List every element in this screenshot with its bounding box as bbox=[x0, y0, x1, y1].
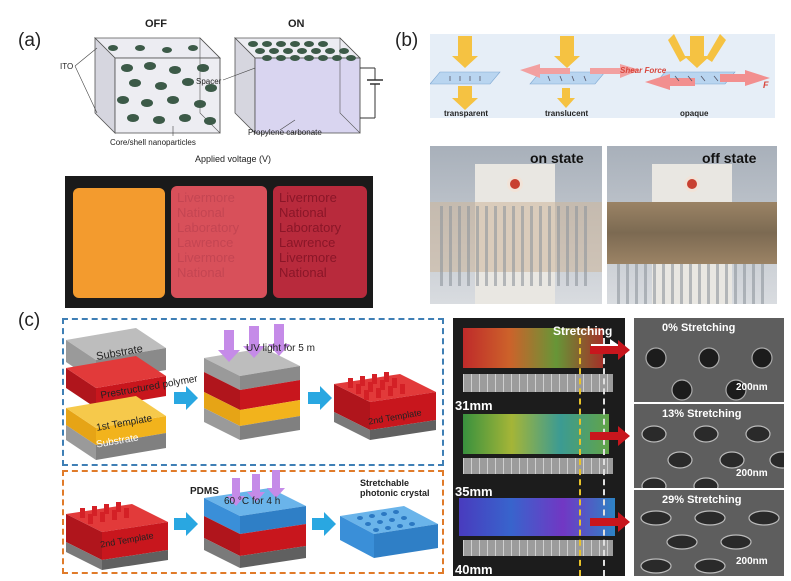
panel-a-label: (a) bbox=[18, 30, 42, 51]
uv-label: UV light for 5 m bbox=[246, 343, 315, 354]
photo-line: National bbox=[279, 265, 327, 280]
off-state-photo: off state bbox=[607, 146, 777, 304]
mm-31-label: 31mm bbox=[455, 398, 493, 413]
red-sample bbox=[273, 186, 367, 298]
off-label: OFF bbox=[145, 18, 167, 30]
on-cell bbox=[234, 37, 383, 134]
ruler-1 bbox=[463, 374, 613, 392]
pdms-stack bbox=[204, 470, 306, 568]
ruler-2 bbox=[463, 458, 613, 474]
applied-voltage-label: Applied voltage (V) bbox=[195, 154, 272, 164]
pores-elliptical bbox=[641, 425, 784, 488]
photo-text-faint: Livermore National Laboratory Lawrence L… bbox=[177, 190, 239, 280]
pores-flattened bbox=[640, 510, 780, 574]
force-label: F bbox=[763, 80, 769, 90]
sem-scale-1: 200nm bbox=[736, 468, 768, 479]
panel-a-photo: Livermore National Laboratory Lawrence L… bbox=[65, 176, 373, 308]
photo-line: Livermore bbox=[177, 250, 235, 265]
translucent-label: translucent bbox=[545, 109, 589, 118]
red-arrows bbox=[590, 340, 630, 532]
stretching-photo: Stretching 31mm 35mm 40mm bbox=[453, 318, 625, 576]
spacer-label: Spacer bbox=[196, 77, 222, 86]
windows-on bbox=[440, 206, 590, 286]
guide-line-white bbox=[603, 338, 605, 576]
propylene-label: Propylene carbonate bbox=[248, 128, 322, 137]
on-state-label: on state bbox=[530, 150, 584, 166]
photo-line: Livermore bbox=[177, 190, 235, 205]
photo-line: Livermore bbox=[279, 250, 337, 265]
photo-line: Laboratory bbox=[279, 220, 342, 235]
pores-circular bbox=[645, 347, 773, 401]
logo-target bbox=[684, 176, 700, 192]
panel-c-label: (c) bbox=[18, 310, 41, 331]
photo-line: Lawrence bbox=[279, 235, 336, 250]
photo-line: Laboratory bbox=[177, 220, 240, 235]
panel-a-schematic bbox=[74, 37, 383, 136]
template-block-1 bbox=[334, 372, 436, 440]
blue-dashed-box bbox=[62, 318, 444, 466]
windows-off bbox=[617, 264, 767, 304]
stretchable-label: Stretchable photonic crystal bbox=[360, 478, 430, 498]
transparent-label: transparent bbox=[444, 109, 489, 118]
photo-line: Livermore bbox=[279, 190, 337, 205]
orange-sample bbox=[73, 188, 165, 298]
orange-dashed-box bbox=[62, 470, 444, 574]
film-green bbox=[463, 414, 609, 454]
core-shell-label: Core/shell nanoparticles bbox=[110, 138, 196, 147]
shear-force-label: Shear Force bbox=[620, 66, 667, 75]
panel-b-label: (b) bbox=[395, 30, 419, 51]
photo-line: Lawrence bbox=[177, 235, 234, 250]
mm-35-label: 35mm bbox=[455, 484, 493, 499]
sem-title-2: 29% Stretching bbox=[662, 494, 742, 506]
on-state-photo: on state bbox=[430, 146, 602, 304]
stretching-label: Stretching bbox=[553, 324, 613, 338]
sem-title-1: 13% Stretching bbox=[662, 408, 742, 420]
logo-target bbox=[507, 176, 523, 192]
off-state-label: off state bbox=[702, 150, 757, 166]
pdms-crystal bbox=[340, 506, 438, 558]
sem-scale-2: 200nm bbox=[736, 556, 768, 567]
film-blue bbox=[459, 498, 615, 536]
sem-scale-0: 200nm bbox=[736, 382, 768, 393]
left-stack bbox=[66, 328, 166, 460]
photo-line: National bbox=[177, 265, 225, 280]
sem-title-0: 0% Stretching bbox=[662, 322, 736, 334]
panel-c-process bbox=[66, 324, 438, 570]
sem-image-0: 0% Stretching 200nm bbox=[634, 318, 784, 402]
photo-text-block: Livermore National Laboratory Lawrence L… bbox=[279, 190, 341, 280]
opaque-label: opaque bbox=[680, 109, 709, 118]
on-label: ON bbox=[288, 18, 305, 30]
sem-image-1: 13% Stretching 200nm bbox=[634, 404, 784, 488]
pink-sample bbox=[171, 186, 267, 298]
ito-label: ITO bbox=[60, 62, 74, 71]
mm-40-label: 40mm bbox=[455, 562, 493, 576]
middle-stack bbox=[204, 324, 300, 440]
sem-image-2: 29% Stretching 200nm bbox=[634, 490, 784, 576]
photo-line: National bbox=[177, 205, 225, 220]
template-block-2 bbox=[66, 502, 168, 570]
photo-line: National bbox=[279, 205, 327, 220]
film-off bbox=[607, 202, 777, 264]
off-cell bbox=[94, 37, 221, 134]
pdms-label: PDMS bbox=[190, 486, 219, 497]
heat-label: 60 °C for 4 h bbox=[224, 496, 281, 507]
panel-b-schematic bbox=[430, 34, 775, 118]
guide-line-yellow bbox=[579, 338, 581, 576]
ruler-3 bbox=[463, 540, 613, 556]
